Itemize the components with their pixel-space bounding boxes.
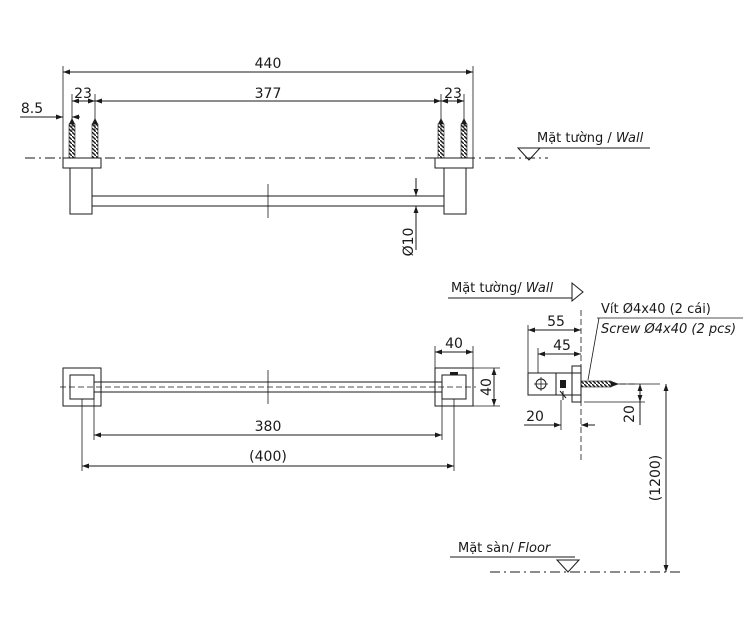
dim-380-label: 380 [255, 419, 282, 435]
top-view: 440 8.5 23 377 23 [20, 56, 650, 256]
screw-label-en: Screw Ø4x40 (2 pcs) [601, 322, 736, 337]
dim-23-left-label: 23 [74, 86, 92, 102]
bracket-arm-right [443, 167, 467, 215]
dim-45-label: 45 [553, 338, 571, 354]
dim-377-label: 377 [255, 86, 282, 102]
side-view: Mặt tường/ Wall Vít Ø4x40 (2 cái) Screw … [448, 281, 743, 573]
floor-symbol-icon [555, 559, 581, 573]
dim-400-label: (400) [249, 449, 287, 465]
dim-bracket-height-label: 40 [479, 378, 495, 396]
wall-symbol-icon [516, 147, 542, 161]
wall-plate-right [434, 157, 474, 169]
dim-23-right-label: 23 [444, 86, 462, 102]
dim-20-bottom-label: 20 [526, 409, 544, 425]
wall-symbol-icon [571, 281, 584, 303]
dim-1200-label: (1200) [648, 455, 664, 502]
wall-label-top: Mặt tường / Wall [537, 131, 644, 146]
screw-label-vi: Vít Ø4x40 (2 cái) [601, 302, 711, 317]
screw-icon [68, 118, 468, 159]
dim-8-5-label: 8.5 [21, 101, 43, 117]
floor-label: Mặt sàn/ Floor [458, 541, 552, 556]
dim-440-label: 440 [255, 56, 282, 72]
screw-leader [587, 317, 600, 381]
dim-55-label: 55 [547, 314, 565, 330]
dim-bracket-width-label: 40 [445, 336, 463, 352]
bracket-arm-left [69, 167, 93, 215]
wall-plate-left [62, 157, 102, 169]
front-view: 40 40 380 (400) [60, 336, 500, 471]
wall-label-side: Mặt tường/ Wall [451, 281, 553, 296]
dim-20-vertical-label: 20 [622, 405, 638, 423]
dim-rod-label: Ø10 [401, 228, 417, 257]
